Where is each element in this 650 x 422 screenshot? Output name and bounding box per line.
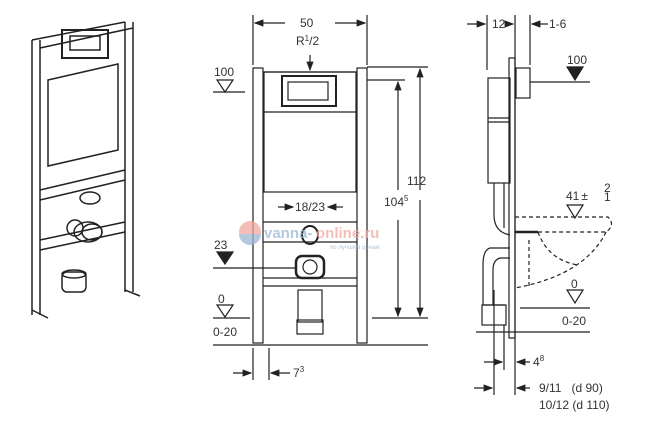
watermark-text-a: vanna-: [264, 225, 312, 242]
tol-plus: 2: [604, 181, 611, 195]
tol-minus: 1: [604, 190, 611, 204]
offset-4-label: 48: [533, 354, 545, 369]
level-41-label: 41±: [566, 189, 588, 203]
floor-range-label: 0-20: [213, 325, 237, 339]
side-level-0-label: 0: [571, 277, 578, 291]
height-112-label: 112: [407, 174, 426, 188]
depth-12-label: 12: [492, 17, 506, 31]
watermark-subtext: по лучшим ценам: [330, 245, 379, 251]
gap-label: 1-6: [549, 17, 567, 31]
level-100-label: 100: [214, 65, 234, 79]
watermark: vanna- online.ru по лучшим ценам: [239, 221, 379, 251]
front-view: [213, 15, 428, 380]
offset-d110-label: 10/12 (d 110): [539, 398, 610, 412]
height-104-label: 1045: [384, 194, 409, 209]
width-dim-label: 50: [300, 16, 314, 30]
isometric-view: [31, 21, 141, 319]
side-view: [467, 15, 613, 395]
side-level-100-label: 100: [567, 53, 587, 67]
connection-label: R1/2: [296, 34, 319, 48]
spacing-label: 18/23: [295, 200, 325, 214]
level-0-label: 0: [218, 292, 225, 306]
level-23-label: 23: [214, 238, 228, 252]
watermark-text-b: online.ru: [316, 225, 379, 242]
offset-d90-label: 9/11 (d 90): [539, 381, 603, 395]
side-floor-range-label: 0-20: [562, 314, 586, 328]
foot-dim-label: 73: [293, 365, 305, 380]
